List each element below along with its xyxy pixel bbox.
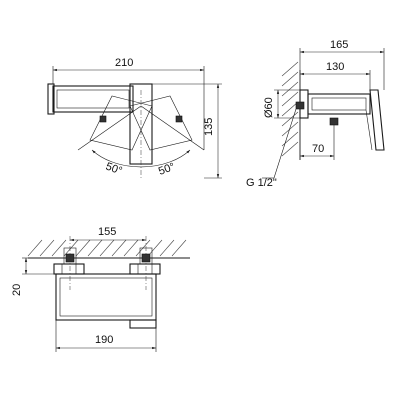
- dim-label-210: 210: [115, 57, 133, 69]
- dim-label-20: 20: [11, 284, 23, 296]
- front-left-nut: [53, 263, 85, 275]
- dim-label-diameter: Ø60: [263, 97, 275, 118]
- front-body: [55, 273, 157, 321]
- front-view: 155 20 190: [11, 226, 190, 352]
- dim-label-130: 130: [326, 61, 344, 73]
- side-view: 165 130 Ø60 70 G 1/2": [246, 39, 385, 189]
- thread-label: G 1/2": [246, 177, 277, 189]
- top-wall-flange: [47, 83, 55, 115]
- dim-label-angle-left: 50°: [104, 161, 124, 178]
- front-right-nut: [129, 263, 161, 275]
- top-spout-body: [52, 85, 134, 113]
- side-handle: [369, 89, 385, 151]
- dim-label-70: 70: [312, 143, 324, 155]
- dim-label-190: 190: [95, 334, 113, 346]
- top-view: 210 135 50° 50°: [47, 57, 222, 179]
- dim-label-155: 155: [98, 226, 116, 238]
- top-lever-right: [129, 95, 193, 151]
- front-spout-outlet: [129, 319, 157, 329]
- dim-label-135: 135: [203, 118, 215, 136]
- dim-label-165: 165: [330, 39, 348, 51]
- top-lever-left: [89, 95, 153, 151]
- top-rotation-arc: [91, 149, 191, 168]
- side-body: [307, 93, 371, 115]
- dim-label-angle-right: 50°: [157, 161, 177, 178]
